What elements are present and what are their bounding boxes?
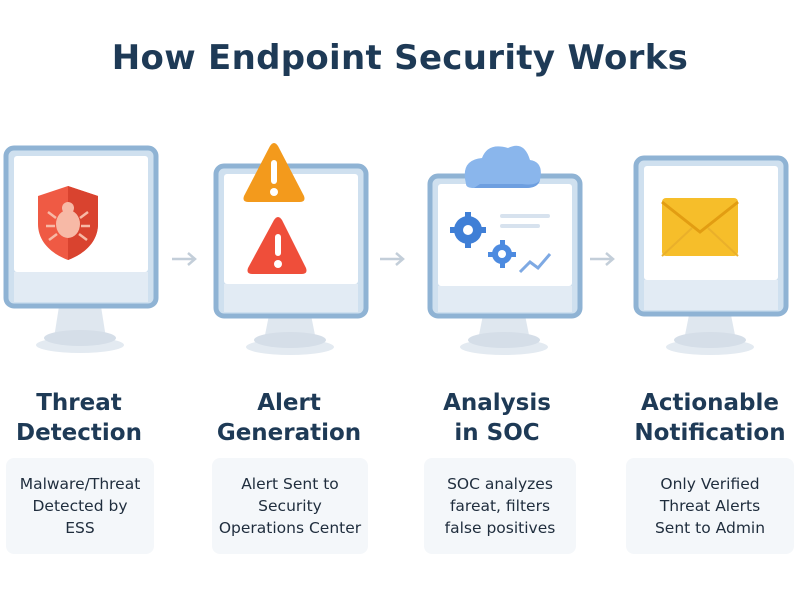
flow-arrow bbox=[588, 252, 616, 266]
step-description-actionable-notification: Only Verified Threat Alerts Sent to Admi… bbox=[626, 458, 794, 554]
envelope-icon bbox=[661, 198, 739, 257]
monitor-analysis-soc bbox=[426, 140, 586, 360]
step-title-alert-generation: Alert Generation bbox=[216, 390, 362, 446]
step-title-threat-detection: Threat Detection bbox=[16, 390, 142, 446]
shield-bug-icon bbox=[38, 186, 98, 260]
step-title-actionable-notification: Actionable Notification bbox=[634, 390, 786, 446]
monitor-actionable-notification bbox=[632, 140, 792, 360]
monitor-illustration bbox=[213, 143, 369, 355]
monitor-threat-detection bbox=[2, 140, 162, 360]
step-description-analysis-soc: SOC analyzes fareat, filters false posit… bbox=[424, 458, 576, 554]
warning-triangle-icon bbox=[243, 143, 307, 274]
page-title: How Endpoint Security Works bbox=[111, 38, 689, 78]
monitor-illustration bbox=[427, 145, 583, 355]
monitor-alert-generation bbox=[212, 140, 372, 360]
step-description-alert-generation: Alert Sent to Security Operations Center bbox=[212, 458, 368, 554]
monitor-illustration bbox=[633, 155, 789, 355]
step-description-threat-detection: Malware/Threat Detected by ESS bbox=[6, 458, 154, 554]
cloud-gears-icon bbox=[450, 145, 552, 274]
monitor-illustration bbox=[3, 145, 159, 353]
step-title-analysis-soc: Analysis in SOC bbox=[443, 390, 551, 446]
flow-arrow bbox=[170, 252, 198, 266]
flow-arrow bbox=[378, 252, 406, 266]
